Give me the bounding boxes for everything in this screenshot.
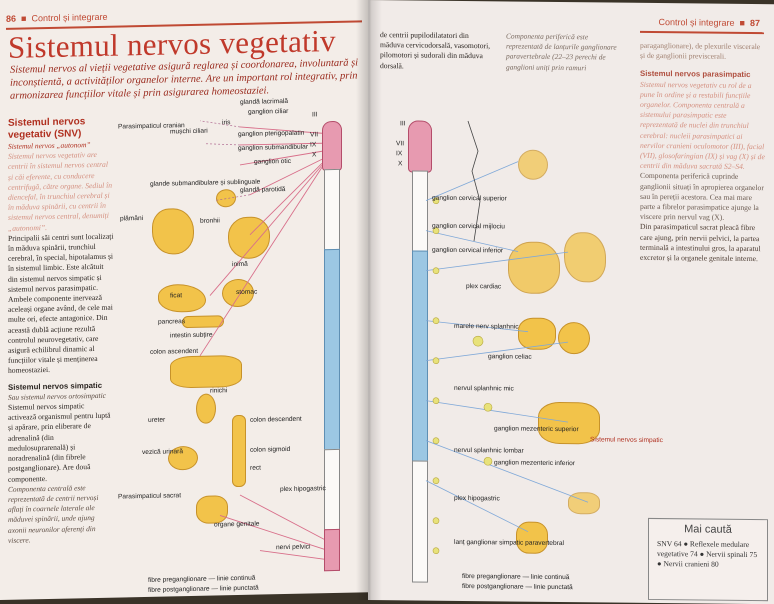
label-ganglion-ciliar: ganglion ciliar [248, 107, 289, 116]
right-nerve-number-vii: VII [396, 140, 405, 148]
left-page: 86 ■ Control și integrare Sistemul nervo… [0, 0, 370, 600]
label-organe-genitale: organe genitale [214, 520, 260, 529]
right-nerve-lines [425, 120, 589, 555]
nerve-number-x: X [312, 151, 317, 159]
label-rinichi: rinichi [210, 387, 228, 395]
label-ganglion-cervical-superior: ganglion cervical superior [432, 194, 507, 203]
right-page: Control și integrare ■ 87 de centrii pup… [368, 0, 774, 604]
label-glanda-parotida: glandă parotidă [240, 186, 286, 194]
label-ganglion-cervical-inferior: ganglion cervical inferior [432, 246, 504, 255]
label-ganglion-pterigopalatin: ganglion pterigopalatin [238, 129, 305, 139]
label-right-plex-hipogastric: plex hipogastric [454, 494, 500, 503]
label-intestin-subtire: intestin subțire [170, 331, 213, 340]
label-plamani: plămâni [120, 215, 144, 223]
right-legend-preganglionare: fibre preganglionare — linie continuă [462, 572, 570, 582]
label-marele-nerv-splanhnic: marele nerv splanhnic [454, 322, 519, 331]
label-nervi-pelvici: nervi pelvici [276, 543, 311, 552]
right-nerve-number-x: X [398, 160, 403, 168]
sympathetic-diagram: ganglion cervical superior ganglion cerv… [368, 0, 774, 591]
label-colon-descendent: colon descendent [250, 415, 302, 424]
label-plex-cardiac: plex cardiac [466, 283, 502, 291]
label-colon-ascendent: colon ascendent [150, 347, 199, 356]
nerve-number-iii: III [312, 111, 318, 119]
nerve-lines [199, 120, 325, 560]
label-iris: iris [222, 119, 231, 127]
label-ganglion-mezenteric-superior: ganglion mezenteric superior [494, 425, 579, 434]
right-nerve-number-ix: IX [396, 150, 403, 158]
label-colon-sigmoid: colon sigmoid [250, 445, 291, 454]
label-ganglion-cervical-mijlociu: ganglion cervical mijlociu [432, 222, 505, 231]
label-parasimpatic-sacrat: Parasimpaticul sacrat [118, 492, 182, 501]
label-muschi-ciliari: mușchi ciliari [170, 127, 208, 136]
label-ganglion-mezenteric-inferior: ganglion mezenteric inferior [494, 459, 575, 468]
label-ganglion-celiac: ganglion celiac [488, 353, 532, 361]
label-glanda-lacrimala: glandă lacrimală [240, 97, 289, 106]
label-ureter: ureter [148, 416, 166, 424]
right-nerve-number-iii: III [400, 120, 406, 128]
label-nervul-splanhnic-mic: nervul splanhnic mic [454, 384, 514, 393]
label-bronhii: bronhii [200, 217, 220, 225]
label-sistemul-nervos-simpatic: Sistemul nervos simpatic [590, 436, 663, 445]
label-ficat: ficat [170, 292, 183, 300]
label-vezica-urinara: vezică urinară [142, 448, 184, 457]
nerve-number-vii: VII [310, 131, 319, 139]
right-legend-postganglionare: fibre postganglionare — linie punctată [462, 582, 573, 592]
label-lant-ganglionar: lanț ganglionar simpatic paravertebral [454, 538, 564, 548]
nerve-number-ix: IX [310, 141, 317, 149]
label-pancreas: pancreas [158, 318, 186, 326]
label-rect: rect [250, 464, 261, 472]
label-ganglion-otic: ganglion otic [254, 157, 292, 166]
label-ganglion-submandibular: ganglion submandibular [238, 143, 309, 153]
label-inima: inimă [232, 260, 248, 269]
label-plex-hipogastric: plex hipogastric [280, 485, 326, 494]
label-nervul-splanhnic-lombar: nervul splanhnic lombar [454, 446, 524, 455]
label-stomac: stomac [236, 288, 258, 297]
